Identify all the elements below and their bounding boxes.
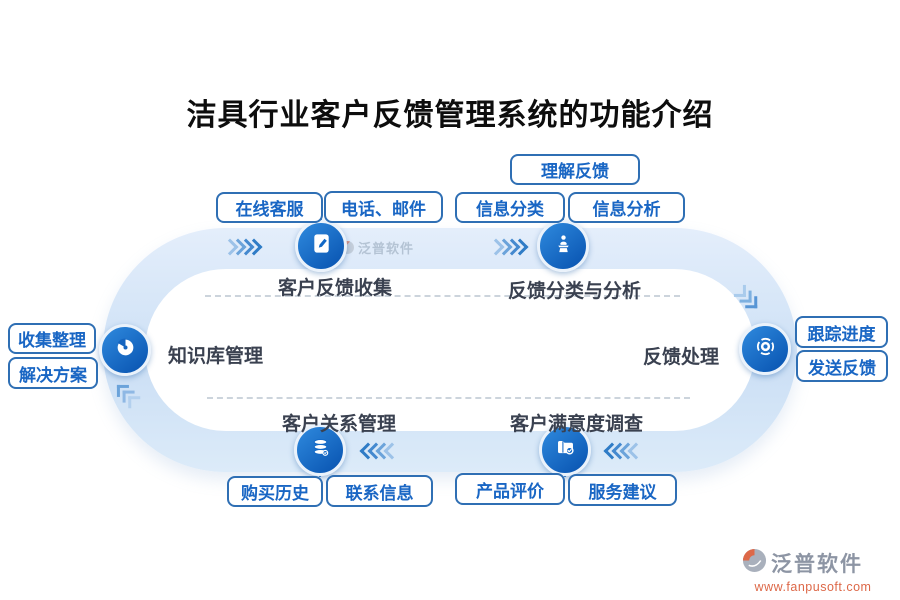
tag-online-service: 在线客服 — [216, 192, 323, 223]
tag-info-classification: 信息分类 — [455, 192, 565, 223]
flow-arrows-top-left-icon — [221, 238, 263, 256]
footer-logo: 泛普软件 www.fanpusoft.com — [742, 548, 892, 594]
tag-contact-info: 联系信息 — [326, 475, 433, 507]
tag-purchase-history: 购买历史 — [227, 476, 323, 507]
node-satisfaction-survey — [539, 424, 591, 476]
tag-solution: 解决方案 — [8, 357, 98, 389]
watermark: 泛普软件 — [341, 238, 414, 257]
footer-website: www.fanpusoft.com — [754, 580, 872, 594]
tag-send-feedback: 发送反馈 — [796, 350, 888, 382]
stage-label-feedback-processing: 反馈处理 — [643, 347, 720, 368]
target-icon — [754, 335, 777, 363]
node-crm — [294, 424, 346, 476]
watermark-brand: 泛普软件 — [358, 241, 415, 256]
fanpu-logo-icon — [742, 548, 767, 578]
node-knowledge-base — [99, 324, 151, 376]
stage-label-satisfaction-survey: 客户满意度调查 — [510, 414, 644, 435]
footer-brand-name: 泛普软件 — [771, 553, 863, 576]
tag-collect-organize: 收集整理 — [8, 323, 96, 354]
stage-label-feedback-analysis: 反馈分类与分析 — [508, 281, 642, 302]
flow-arrows-top-right-icon — [487, 238, 529, 256]
flow-arrows-bottom-left-icon — [359, 442, 401, 460]
node-feedback-analysis — [537, 220, 589, 272]
notebook-edit-icon — [310, 232, 333, 260]
tag-service-suggestion: 服务建议 — [568, 474, 677, 506]
node-feedback-processing — [739, 323, 791, 375]
node-feedback-collection — [295, 220, 347, 272]
tag-info-analysis: 信息分析 — [568, 192, 685, 223]
tag-phone-email: 电话、邮件 — [324, 191, 443, 223]
stage-label-crm: 客户关系管理 — [282, 414, 397, 435]
folder-check-icon — [554, 436, 577, 464]
pie-chart-icon — [114, 336, 137, 364]
stage-label-feedback-collection: 客户反馈收集 — [278, 278, 393, 299]
database-icon — [309, 436, 332, 464]
tag-understand-feedback: 理解反馈 — [510, 154, 640, 185]
dashed-divider-top — [205, 295, 680, 297]
presenter-icon — [552, 232, 575, 260]
tag-track-progress: 跟踪进度 — [795, 316, 888, 348]
tag-product-review: 产品评价 — [455, 473, 565, 505]
flow-arrows-bottom-right-icon — [603, 442, 645, 460]
stage-label-knowledge-base: 知识库管理 — [168, 346, 264, 367]
page-title: 洁具行业客户反馈管理系统的功能介绍 — [186, 99, 714, 132]
dashed-divider-bottom — [207, 397, 690, 399]
